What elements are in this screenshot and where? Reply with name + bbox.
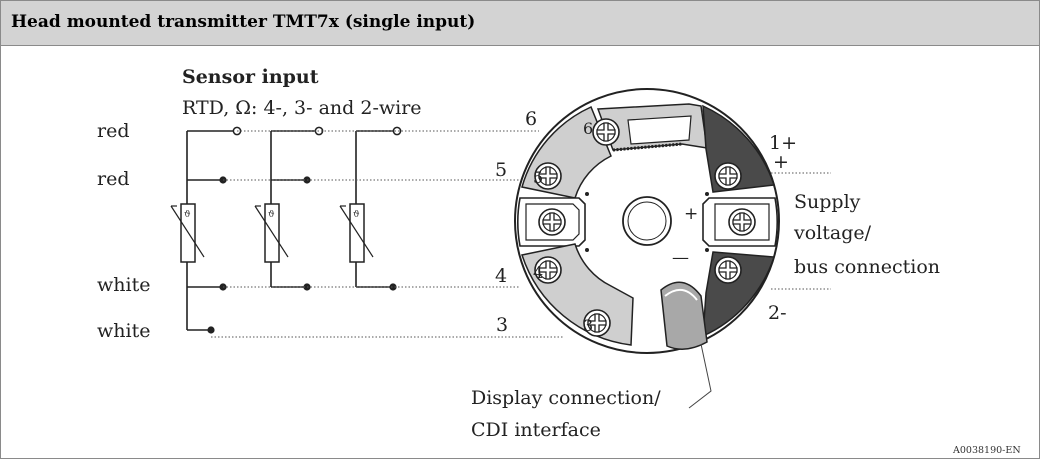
wire-label-red-1: red — [97, 120, 130, 142]
supply-label-line2: voltage/ — [793, 222, 872, 244]
terminal-4-inner: 4 — [533, 263, 543, 282]
terminal-6-label: 6 — [525, 108, 537, 130]
terminal-3-inner: 3 — [583, 316, 593, 335]
wiring-diagram: Sensor input RTD, Ω: 4-, 3- and 2-wire r… — [97, 66, 1021, 456]
display-label-line1: Display connection/ — [471, 387, 661, 409]
rtd-symbol: ϑ — [353, 210, 360, 220]
terminal-5-label: 5 — [495, 159, 507, 181]
terminal-4-label: 4 — [495, 265, 507, 287]
wire-label-red-2: red — [97, 168, 130, 190]
display-label-line2: CDI interface — [471, 419, 601, 441]
sensor-input-title: Sensor input — [182, 66, 319, 88]
rtd-symbol: ϑ — [184, 210, 191, 220]
rtd-resistor-3wire: ϑ — [254, 203, 289, 263]
figure-title: Head mounted transmitter TMT7x (single i… — [11, 12, 476, 32]
supply-label-line3: bus connection — [794, 256, 940, 278]
open-terminals — [232, 126, 402, 136]
rtd-resistor-4wire: ϑ — [170, 203, 205, 263]
display-leader — [688, 343, 712, 409]
terminal-6-inner: 6 — [583, 119, 593, 138]
terminal-1-plus: + — [773, 151, 789, 173]
figure-id: A0038190-EN — [952, 445, 1021, 456]
figure-header: Head mounted transmitter TMT7x (single i… — [1, 1, 1039, 46]
terminal-3-label: 3 — [496, 314, 508, 336]
sensor-input-subtitle: RTD, Ω: 4-, 3- and 2-wire — [182, 97, 422, 119]
center-plus-label: + — [684, 204, 698, 224]
terminal-2-label: 2- — [768, 302, 787, 324]
transmitter-head: 6 5 4 3 + — — [514, 88, 780, 354]
supply-label-line1: Supply — [794, 191, 861, 213]
rtd-resistor-2wire: ϑ — [339, 203, 374, 263]
terminal-5-inner: 5 — [533, 168, 543, 187]
wire-junctions — [207, 176, 397, 334]
terminal-1-label: 1+ — [769, 132, 797, 154]
center-minus-label: — — [672, 248, 689, 268]
rtd-symbol: ϑ — [268, 210, 275, 220]
leader-lines — [211, 130, 831, 338]
wire-label-white-2: white — [97, 320, 150, 342]
wire-label-white-1: white — [97, 274, 150, 296]
rtd-wiring — [186, 130, 397, 331]
